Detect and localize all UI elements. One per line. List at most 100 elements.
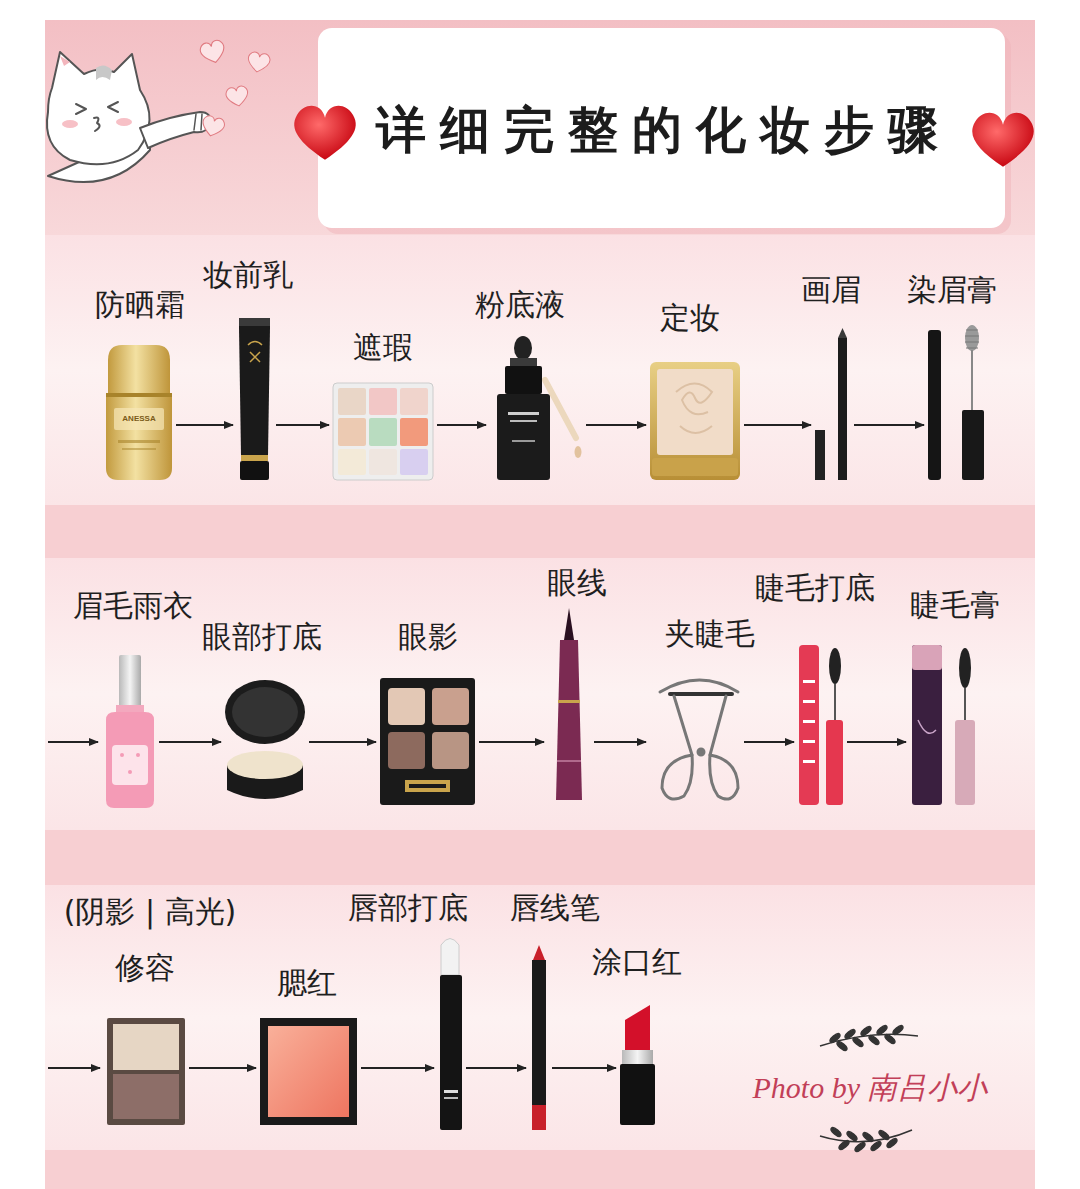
brow-coat-bottle-part bbox=[116, 705, 144, 713]
lip-primer-stick-part bbox=[441, 939, 459, 976]
step-label: 遮瑕 bbox=[353, 331, 413, 365]
background-bands-part bbox=[45, 830, 1035, 885]
eyelash-curler-part bbox=[674, 696, 692, 755]
red-heart-part bbox=[294, 106, 356, 160]
concealer-palette bbox=[333, 383, 433, 480]
lipstick-part bbox=[620, 1064, 655, 1125]
sunscreen-bottle-part bbox=[114, 408, 164, 430]
mascara-part bbox=[964, 688, 966, 720]
sunscreen-bottle bbox=[106, 345, 172, 480]
mascara-part bbox=[955, 720, 975, 805]
mascara bbox=[912, 645, 975, 805]
brow-pencil-part bbox=[838, 338, 847, 480]
title-box bbox=[318, 28, 1011, 234]
sunscreen-bottle-part bbox=[108, 345, 170, 395]
foundation-bottle-part bbox=[505, 366, 542, 394]
eyeshadow-palette-part bbox=[388, 688, 425, 725]
lip-liner-part bbox=[533, 945, 545, 960]
eyeshadow-palette bbox=[380, 678, 475, 805]
primer-tube-part bbox=[239, 318, 270, 326]
makeup-step: 眉毛雨衣 bbox=[103, 655, 155, 808]
powder-compact-part bbox=[652, 458, 738, 476]
step-label: 染眉膏 bbox=[907, 273, 997, 307]
kissing-cat-part bbox=[76, 104, 86, 114]
blush-compact-part bbox=[268, 1026, 349, 1117]
background-bands bbox=[45, 20, 1035, 1189]
flow-arrow bbox=[744, 741, 794, 743]
kissing-cat-part bbox=[60, 56, 70, 66]
step-label: 涂口红 bbox=[592, 945, 682, 979]
small-hearts-part bbox=[225, 85, 250, 108]
brow-pencil bbox=[815, 328, 847, 480]
eye-primer-pot bbox=[225, 680, 305, 799]
contour-palette-part bbox=[107, 1018, 185, 1125]
lip-primer-stick-part bbox=[444, 1090, 458, 1093]
foundation-bottle-part bbox=[575, 446, 582, 458]
small-hearts-part bbox=[246, 51, 271, 74]
makeup-step: 染眉膏 bbox=[928, 325, 985, 480]
step-label: 睫毛膏 bbox=[910, 588, 1000, 622]
laurel-ornament-part bbox=[862, 1131, 874, 1143]
mascara-part bbox=[912, 645, 942, 670]
lash-primer-part bbox=[803, 700, 815, 703]
eyelash-curler-part bbox=[670, 692, 732, 696]
lash-primer-part bbox=[803, 720, 815, 723]
kissing-cat-part bbox=[116, 118, 132, 126]
flow-arrow bbox=[466, 1067, 526, 1069]
primer-tube-part bbox=[241, 455, 268, 461]
small-hearts-part bbox=[199, 39, 228, 66]
step-label: 防晒霜 bbox=[95, 288, 185, 322]
concealer-palette-part bbox=[338, 388, 366, 415]
powder-compact-part bbox=[676, 384, 712, 434]
concealer-palette-part bbox=[400, 388, 428, 415]
flow-arrow bbox=[552, 1067, 616, 1069]
laurel-ornament-part bbox=[836, 1040, 848, 1052]
flow-arrow bbox=[479, 741, 544, 743]
eyelash-curler-part bbox=[698, 749, 704, 755]
primer-tube-part bbox=[248, 342, 262, 363]
blush-compact-part bbox=[260, 1018, 357, 1125]
brow-pencil-part bbox=[815, 430, 825, 480]
sunscreen-bottle-part bbox=[106, 397, 172, 480]
makeup-step: 唇线笔 bbox=[530, 945, 548, 1130]
laurel-ornament-part bbox=[854, 1141, 866, 1153]
makeup-step: 定妆 bbox=[650, 362, 740, 480]
step-label: 眼部打底 bbox=[202, 620, 322, 654]
concealer-palette-part bbox=[338, 418, 366, 446]
kissing-cat-part bbox=[108, 102, 118, 112]
flow-arrow bbox=[586, 424, 646, 426]
foundation-bottle-part bbox=[510, 420, 537, 422]
sunscreen-bottle-part bbox=[122, 448, 156, 450]
mascara-part bbox=[959, 648, 971, 688]
primer-tube-part bbox=[240, 461, 269, 480]
makeup-step: 遮瑕 bbox=[333, 383, 433, 480]
makeup-step: 睫毛膏 bbox=[910, 640, 975, 805]
flow-arrow bbox=[159, 741, 221, 743]
brow-mascara-part bbox=[971, 350, 973, 410]
step-label: 腮红 bbox=[277, 966, 337, 1000]
makeup-step: 唇部打底 bbox=[438, 935, 462, 1130]
mascara-part bbox=[912, 645, 942, 805]
background-bands-part bbox=[45, 505, 1035, 558]
eye-primer-pot-part bbox=[232, 687, 298, 737]
eyeshadow-palette-part bbox=[409, 784, 446, 788]
kissing-cat-part bbox=[94, 118, 100, 131]
kissing-cat-part bbox=[62, 120, 78, 128]
makeup-step: 睫毛打底 bbox=[798, 645, 843, 805]
step-label: 夹睫毛 bbox=[665, 617, 755, 651]
eyelash-curler bbox=[660, 680, 738, 799]
step-label: 眼线 bbox=[547, 566, 607, 600]
makeup-step: 夹睫毛 bbox=[650, 670, 740, 805]
eyelash-curler-part bbox=[710, 755, 738, 799]
makeup-step: 粉底液 bbox=[490, 335, 582, 480]
mascara-part bbox=[918, 720, 936, 733]
makeup-step: 眼部打底 bbox=[225, 680, 305, 805]
concealer-palette-part bbox=[369, 449, 397, 475]
eyeliner-pen-part bbox=[556, 640, 582, 800]
lead-in-arrow-part bbox=[48, 1067, 100, 1069]
powder-compact-part bbox=[657, 369, 733, 455]
powder-compact bbox=[650, 362, 740, 480]
lead-in-arrow-part bbox=[48, 741, 98, 743]
lash-primer bbox=[799, 645, 843, 805]
